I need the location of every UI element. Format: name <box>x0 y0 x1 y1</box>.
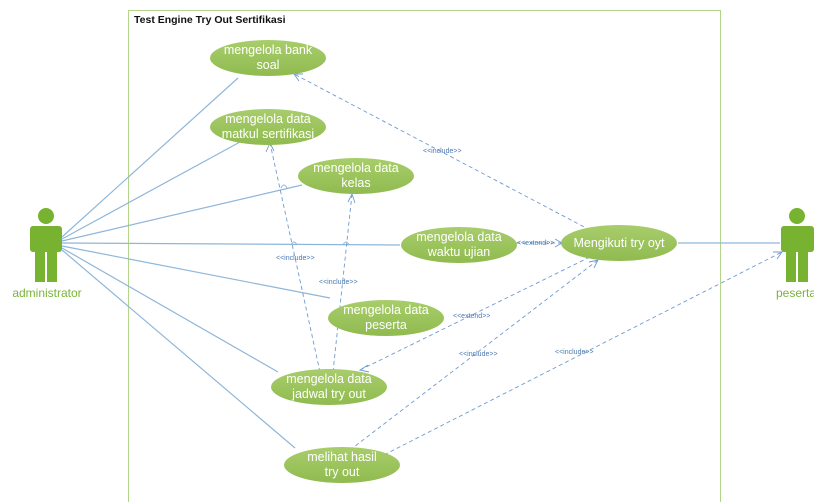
administrator-associations <box>61 77 401 449</box>
use-case-peserta-line1: mengelola data <box>343 303 429 317</box>
crossing-mark-1 <box>280 184 288 189</box>
label-extend-jadwal: <<extend>> <box>453 313 490 320</box>
use-case-jadwal-line2: jadwal try out <box>291 387 366 401</box>
system-title: Test Engine Try Out Sertifikasi <box>134 14 286 26</box>
use-case-waktu-line1: mengelola data <box>416 230 502 244</box>
dep-hasil-peserta <box>377 251 783 459</box>
arrowhead-kelas <box>347 192 356 204</box>
assoc-admin-jadwal <box>61 247 279 373</box>
use-case-tryout-label: Mengikuti try oyt <box>573 236 665 250</box>
arrowhead-hasil-peserta <box>773 251 783 260</box>
assoc-admin-peserta <box>61 245 331 299</box>
actor-administrator-icon <box>30 208 62 282</box>
use-case-hasil-line1: melihat hasil <box>307 450 376 464</box>
assoc-admin-kelas <box>61 184 303 242</box>
assoc-admin-bank-soal <box>61 77 239 238</box>
assoc-admin-matkul <box>61 141 241 240</box>
use-case-bank-soal-line1: mengelola bank <box>224 43 313 57</box>
label-extend-waktu: <<extend>> <box>517 240 554 247</box>
use-case-tryout[interactable]: Mengikuti try oyt <box>561 225 677 261</box>
arrowhead-hasil-tryout <box>588 259 599 269</box>
dep-jadwal-tryout <box>359 255 593 371</box>
use-case-peserta-line2: peserta <box>365 318 407 332</box>
use-case-jadwal[interactable]: mengelola data jadwal try out <box>271 369 387 405</box>
actor-peserta[interactable]: peserta <box>776 208 814 300</box>
arrowhead-jadwal-end <box>358 364 370 373</box>
use-case-matkul-line2: matkul sertifikasi <box>222 127 314 141</box>
dep-hasil-tryout <box>349 259 599 451</box>
label-include-bank: <<include>> <box>423 148 462 155</box>
dep-jadwal-kelas <box>332 193 353 373</box>
use-case-waktu[interactable]: mengelola data waktu ujian <box>401 227 517 263</box>
label-include-kelas: <<include>> <box>319 279 358 286</box>
use-case-hasil-line2: try out <box>325 465 360 479</box>
use-case-jadwal-line1: mengelola data <box>286 372 372 386</box>
use-case-matkul-line1: mengelola data <box>225 112 311 126</box>
use-case-bank-soal-line2: soal <box>257 58 280 72</box>
actor-administrator[interactable]: administrator <box>12 208 82 300</box>
actor-administrator-label: administrator <box>12 286 81 300</box>
label-include-peserta: <<include>> <box>555 349 594 356</box>
use-case-peserta[interactable]: mengelola data peserta <box>328 300 444 336</box>
crossing-mark-2 <box>290 241 298 246</box>
actor-peserta-label: peserta <box>776 286 814 300</box>
use-case-hasil[interactable]: melihat hasil try out <box>284 447 400 483</box>
assoc-admin-hasil <box>61 249 296 449</box>
use-case-waktu-line2: waktu ujian <box>427 245 491 259</box>
use-case-kelas-line2: kelas <box>341 176 370 190</box>
actor-peserta-icon <box>781 208 814 282</box>
use-case-kelas[interactable]: mengelola data kelas <box>298 158 414 194</box>
label-include-hasil: <<include>> <box>459 351 498 358</box>
use-case-bank-soal[interactable]: mengelola bank soal <box>210 40 326 76</box>
use-case-kelas-line1: mengelola data <box>313 161 399 175</box>
crossing-mark-3 <box>342 241 350 246</box>
system-boundary <box>128 10 721 502</box>
use-case-matkul[interactable]: mengelola data matkul sertifikasi <box>210 109 326 145</box>
label-include-matkul: <<include>> <box>276 255 315 262</box>
